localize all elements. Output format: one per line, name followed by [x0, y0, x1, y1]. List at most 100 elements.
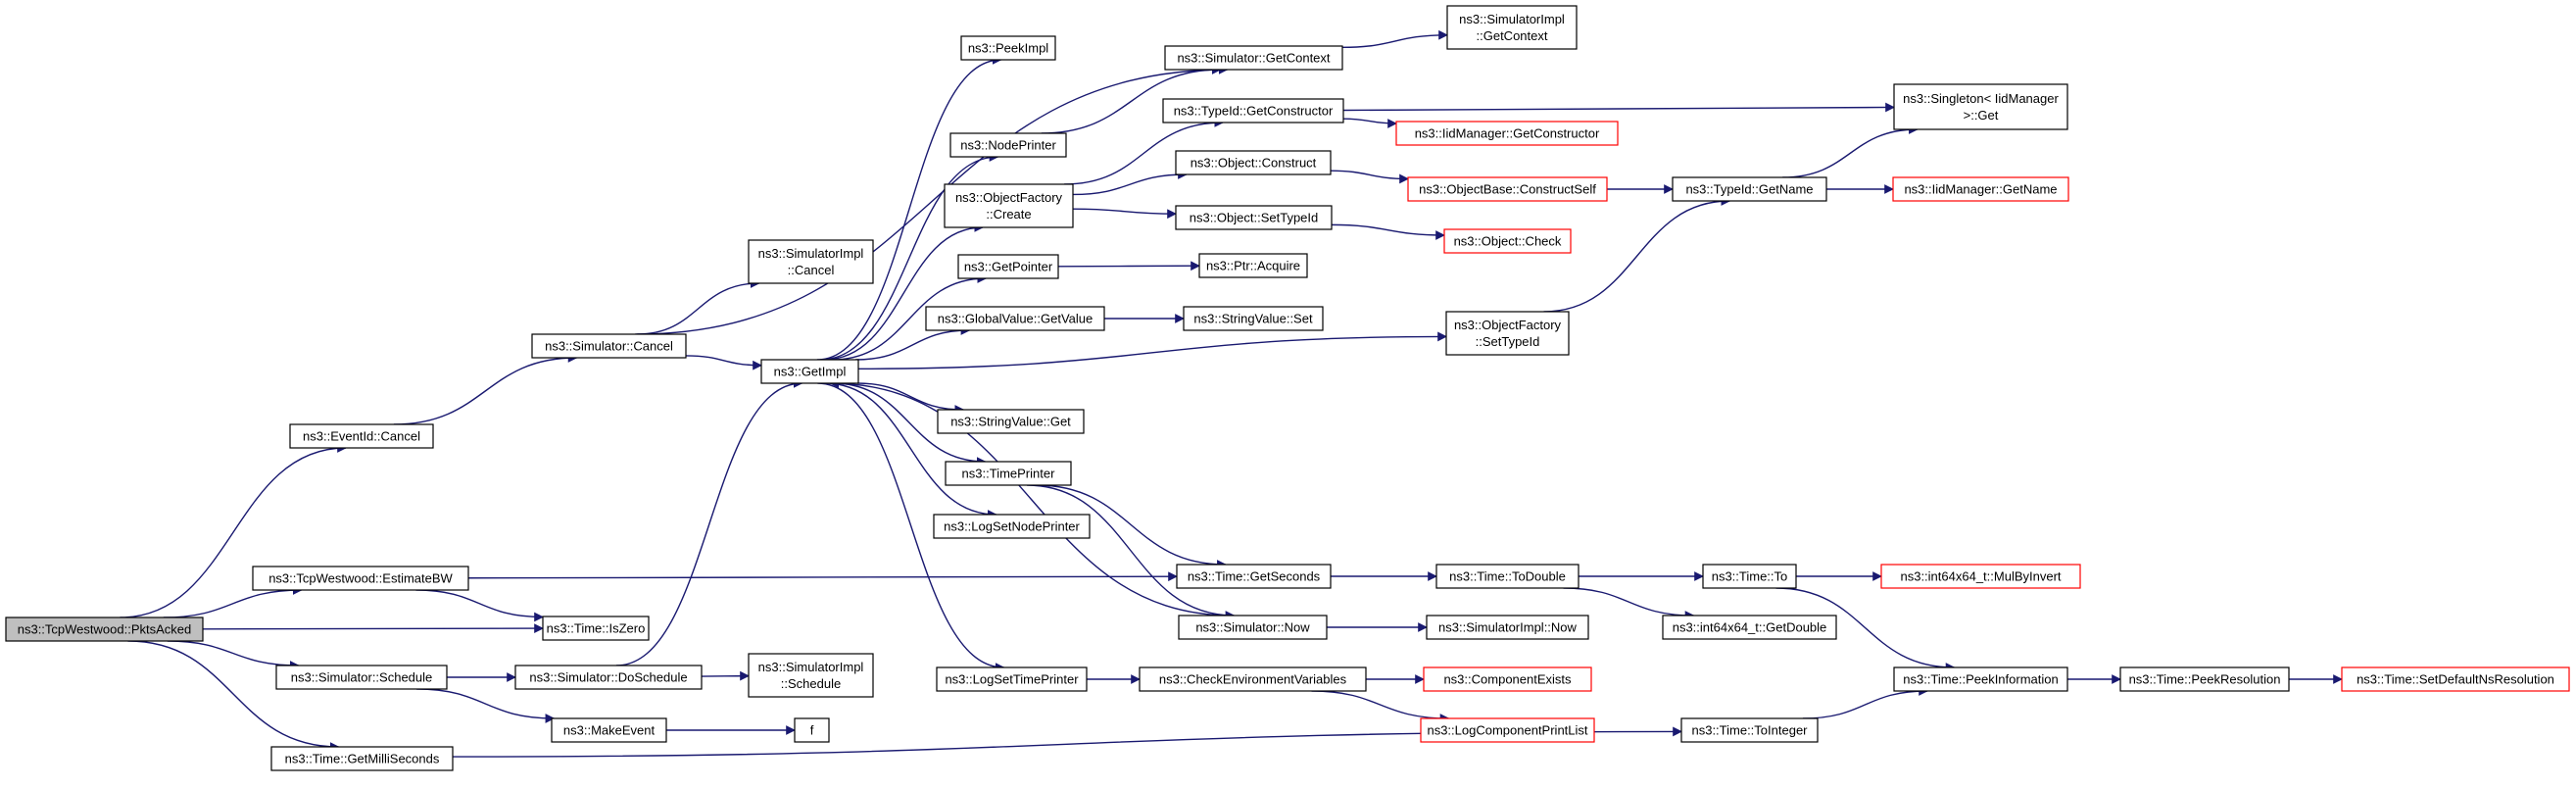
function-node-objbase-constructself[interactable]: ns3::ObjectBase::ConstructSelf: [1407, 176, 1608, 202]
node-label: ::Schedule: [781, 676, 841, 691]
function-node-singleton-get[interactable]: ns3::Singleton< IidManager >::Get: [1893, 83, 2068, 130]
node-label: ns3::PeekImpl: [968, 41, 1048, 56]
function-node-timeprinter[interactable]: ns3::TimePrinter: [945, 461, 1072, 486]
node-label: ns3::StringValue::Set: [1193, 312, 1313, 326]
node-label: ns3::SimulatorImpl: [758, 246, 864, 261]
node-label: ::SetTypeId: [1476, 334, 1540, 349]
function-node-sim-cancel[interactable]: ns3::Simulator::Cancel: [531, 333, 687, 359]
call-edge: [825, 382, 997, 519]
function-node-logsetnodeprinter[interactable]: ns3::LogSetNodePrinter: [933, 514, 1091, 539]
function-node-time-tointeger[interactable]: ns3::Time::ToInteger: [1680, 717, 1819, 743]
node-box: [748, 239, 874, 284]
node-label: ns3::ComponentExists: [1443, 672, 1572, 687]
function-node-logsettimeprinter[interactable]: ns3::LogSetTimePrinter: [936, 666, 1088, 692]
function-node-getmilliseconds[interactable]: ns3::Time::GetMilliSeconds: [270, 746, 454, 771]
node-box: [1662, 615, 1837, 640]
function-node-typeid-getconstructor[interactable]: ns3::TypeId::GetConstructor: [1162, 98, 1344, 123]
function-node-nodeprinter[interactable]: ns3::NodePrinter: [949, 132, 1067, 158]
function-node-time-peekresolution[interactable]: ns3::Time::PeekResolution: [2119, 666, 2290, 692]
call-edge: [1341, 29, 1448, 49]
node-label: ns3::Simulator::GetContext: [1177, 51, 1330, 66]
call-edge: [467, 571, 1178, 582]
function-node-impl-getcontext[interactable]: ns3::SimulatorImpl::GetContext: [1446, 5, 1578, 50]
node-box: [1139, 666, 1367, 692]
node-box: [1446, 5, 1578, 50]
function-node-sim-schedule[interactable]: ns3::Simulator::Schedule: [275, 665, 448, 690]
node-label: ns3::TcpWestwood::PktsAcked: [18, 622, 192, 637]
function-node-time-todouble[interactable]: ns3::Time::ToDouble: [1435, 564, 1580, 589]
function-node-time-getseconds[interactable]: ns3::Time::GetSeconds: [1176, 564, 1332, 589]
node-box: [933, 514, 1091, 539]
function-node-pktsacked[interactable]: ns3::TcpWestwood::PktsAcked: [5, 616, 204, 642]
function-node-obj-construct[interactable]: ns3::Object::Construct: [1175, 150, 1332, 175]
call-edge: [127, 640, 340, 752]
function-node-typeid-getname[interactable]: ns3::TypeId::GetName: [1672, 176, 1827, 202]
node-box: [936, 666, 1088, 692]
function-node-logcomponentprintlist[interactable]: ns3::LogComponentPrintList: [1420, 717, 1595, 743]
function-node-getimpl[interactable]: ns3::GetImpl: [760, 359, 859, 384]
function-node-gv-getvalue[interactable]: ns3::GlobalValue::GetValue: [925, 306, 1105, 331]
function-node-of-create[interactable]: ns3::ObjectFactory::Create: [944, 183, 1074, 228]
function-node-iidmgr-getconstructor[interactable]: ns3::IidManager::GetConstructor: [1395, 121, 1619, 146]
node-box: [1175, 205, 1333, 230]
node-box: [2119, 666, 2290, 692]
call-edge: [637, 278, 760, 335]
function-node-ptr-acquire[interactable]: ns3::Ptr::Acquire: [1198, 253, 1308, 278]
node-box: [925, 306, 1105, 331]
node-box: [1893, 83, 2068, 130]
call-edge: [163, 585, 303, 618]
function-node-obj-check[interactable]: ns3::Object::Check: [1443, 228, 1572, 254]
node-box: [2341, 666, 2570, 692]
function-node-of-settypeid[interactable]: ns3::ObjectFactory::SetTypeId: [1445, 311, 1570, 356]
function-node-estimatebw[interactable]: ns3::TcpWestwood::EstimateBW: [252, 566, 469, 591]
node-label: ns3::Time::ToDouble: [1449, 569, 1566, 584]
function-node-int64-getdouble[interactable]: ns3::int64x64_t::GetDouble: [1662, 615, 1837, 640]
node-label: ns3::StringValue::Get: [950, 415, 1071, 429]
node-label: ns3::EventId::Cancel: [303, 429, 420, 444]
function-node-peekimpl[interactable]: ns3::PeekImpl: [960, 35, 1056, 61]
function-node-time-to[interactable]: ns3::Time::To: [1702, 564, 1797, 589]
node-label: ns3::Simulator::Now: [1195, 620, 1310, 635]
node-box: [1426, 615, 1589, 640]
function-node-iidmgr-getname[interactable]: ns3::IidManager::GetName: [1892, 176, 2069, 202]
call-edge: [1330, 170, 1409, 184]
function-node-obj-settypeid[interactable]: ns3::Object::SetTypeId: [1175, 205, 1333, 230]
function-node-f[interactable]: f: [794, 717, 830, 743]
node-label: ns3::IidManager::GetConstructor: [1415, 126, 1600, 141]
node-label: ns3::LogSetNodePrinter: [944, 519, 1080, 534]
node-label: ::GetContext: [1477, 28, 1548, 43]
function-node-impl-now[interactable]: ns3::SimulatorImpl::Now: [1426, 615, 1589, 640]
node-box: [1680, 717, 1819, 743]
node-box: [1702, 564, 1797, 589]
call-edge: [1072, 208, 1177, 220]
node-box: [5, 616, 204, 642]
function-node-sv-set[interactable]: ns3::StringValue::Set: [1183, 306, 1324, 331]
node-label: ns3::Time::GetMilliSeconds: [285, 752, 440, 766]
call-edge: [615, 378, 803, 666]
function-node-makeevent[interactable]: ns3::MakeEvent: [551, 717, 667, 743]
function-node-sv-get[interactable]: ns3::StringValue::Get: [937, 409, 1085, 434]
function-node-eventid-cancel[interactable]: ns3::EventId::Cancel: [289, 423, 434, 449]
function-node-time-peekinformation[interactable]: ns3::Time::PeekInformation: [1893, 666, 2068, 692]
node-box: [1443, 228, 1572, 254]
node-label: ns3::LogComponentPrintList: [1427, 723, 1587, 738]
function-node-getpointer[interactable]: ns3::GetPointer: [957, 254, 1059, 279]
node-box: [957, 254, 1059, 279]
function-node-time-setdefaultnsresolution[interactable]: ns3::Time::SetDefaultNsResolution: [2341, 666, 2570, 692]
node-label: ns3::Object::Construct: [1191, 156, 1317, 171]
function-node-int64-mulbyinvert[interactable]: ns3::int64x64_t::MulByInvert: [1880, 564, 2081, 589]
function-node-sim-now[interactable]: ns3::Simulator::Now: [1178, 615, 1328, 640]
function-node-sim-getcontext[interactable]: ns3::Simulator::GetContext: [1164, 45, 1343, 71]
function-node-doschedule[interactable]: ns3::Simulator::DoSchedule: [514, 665, 703, 690]
node-label: ns3::int64x64_t::MulByInvert: [1900, 569, 2061, 584]
function-node-impl-schedule[interactable]: ns3::SimulatorImpl::Schedule: [748, 653, 874, 698]
node-label: ns3::SimulatorImpl: [758, 660, 864, 674]
node-box: [960, 35, 1056, 61]
function-node-componentexists[interactable]: ns3::ComponentExists: [1423, 666, 1592, 692]
function-node-checkenv[interactable]: ns3::CheckEnvironmentVariables: [1139, 666, 1367, 692]
node-label: ns3::Time::To: [1712, 569, 1788, 584]
function-node-impl-cancel[interactable]: ns3::SimulatorImpl::Cancel: [748, 239, 874, 284]
call-edge: [1064, 118, 1225, 185]
function-node-time-iszero[interactable]: ns3::Time::IsZero: [542, 616, 650, 641]
node-box: [1164, 45, 1343, 71]
